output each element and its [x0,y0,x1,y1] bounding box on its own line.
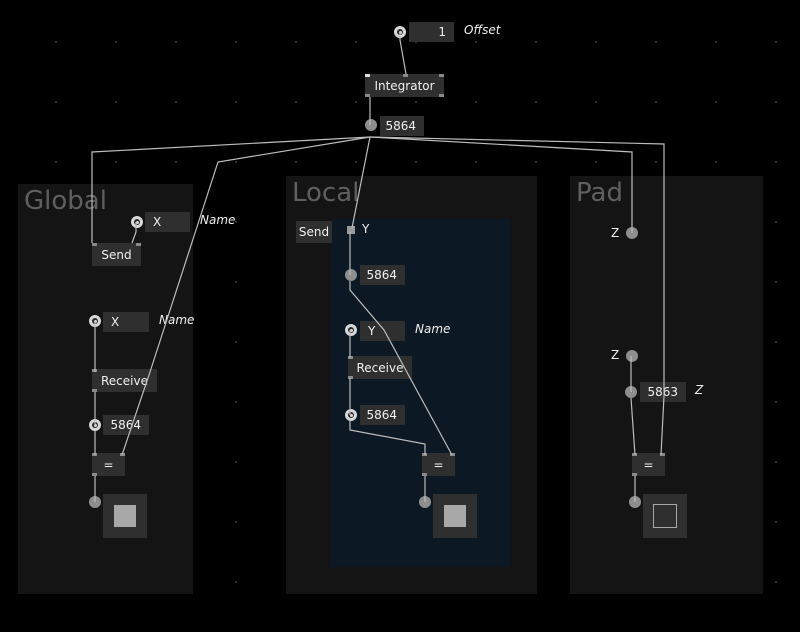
output-value-pad[interactable] [365,119,377,131]
pad-in-pad[interactable] [626,227,638,239]
global-send-channel-iobox[interactable]: X [145,212,190,232]
global-receive-value-iobox[interactable]: 5864 [103,415,149,435]
global-send-name-label: Name [200,213,236,227]
wire-offset-integrator [399,32,407,75]
pad-toggle[interactable] [643,494,687,538]
pad-equals-input-a-pin[interactable] [632,453,637,456]
local-receive-value-iobox[interactable]: 5864 [360,405,405,425]
local-equals-node[interactable]: = [422,453,455,476]
local-send-node-label: Send [298,225,330,239]
local-subpatch-region [331,219,510,567]
global-send-node-label: Send [101,247,132,262]
pad-value-iobox[interactable]: 5863 [640,382,686,402]
global-equals-input-b-pin[interactable] [120,453,125,456]
pad-in-label: Z [611,226,620,240]
group-local-title: Local [292,178,360,208]
local-receive-value-pad[interactable] [345,409,357,421]
global-send-input-pin[interactable] [92,243,97,246]
offset-label: Offset [464,23,501,37]
local-equals-node-label: = [433,457,444,472]
local-send-channel-label: Y [362,222,370,236]
integrator-node[interactable]: Integrator [365,74,444,97]
pad-out-pad[interactable] [626,350,638,362]
integrator-output-pin-b[interactable] [439,94,444,97]
integrator-reset-pin[interactable] [365,74,370,77]
global-receive-channel-pin[interactable] [92,369,97,372]
global-send-channel-pad[interactable] [131,216,143,228]
output-value-iobox[interactable]: 5864 [380,116,424,136]
global-equals-input-a-pin[interactable] [92,453,97,456]
global-receive-node-label: Receive [101,373,148,388]
local-receive-channel-iobox[interactable]: Y [360,321,405,341]
global-equals-node-label: = [103,457,114,472]
local-equals-input-b-pin[interactable] [450,453,455,456]
local-receive-channel-pin[interactable] [348,356,353,359]
global-equals-output-pin[interactable] [92,473,97,476]
pad-toggle-pad[interactable] [629,496,641,508]
global-send-channel-pin[interactable] [136,243,141,246]
global-toggle-indicator [114,505,136,527]
global-toggle-pad[interactable] [89,496,101,508]
global-send-node[interactable]: Send [92,243,141,266]
local-receive-node-label: Receive [356,360,404,375]
local-receive-output-pin[interactable] [348,376,353,379]
local-receive-node[interactable]: Receive [348,356,412,379]
local-toggle-indicator [444,505,466,527]
pad-equals-node-label: = [643,457,654,472]
local-receive-channel-pad[interactable] [345,324,357,336]
global-equals-node[interactable]: = [92,453,125,476]
local-equals-input-a-pin[interactable] [422,453,427,456]
global-receive-output-pin[interactable] [92,389,97,392]
local-input-value-pad[interactable] [345,269,357,281]
global-toggle[interactable] [103,494,147,538]
global-receive-name-label: Name [159,313,195,327]
group-pad-title: Pad [576,178,623,208]
global-receive-channel-iobox[interactable]: X [103,312,149,332]
global-receive-channel-pad[interactable] [89,315,101,327]
pad-value-pad[interactable] [625,386,637,398]
local-receive-name-label: Name [415,322,451,336]
offset-iobox[interactable]: 1 [409,22,454,42]
pad-out-label: Z [611,348,620,362]
pad-equals-output-pin[interactable] [632,473,637,476]
local-send-node[interactable]: Send [296,221,332,243]
local-toggle-pad[interactable] [419,496,431,508]
pad-equals-input-b-pin[interactable] [660,453,665,456]
integrator-output-pin[interactable] [365,94,370,97]
integrator-input-pin[interactable] [403,74,408,77]
local-equals-output-pin[interactable] [422,473,427,476]
pad-equals-node[interactable]: = [632,453,665,476]
group-global-title: Global [24,186,107,216]
local-send-input-pad[interactable] [347,226,355,234]
integrator-node-label: Integrator [374,78,435,93]
pad-toggle-indicator [653,504,677,528]
pad-value-label: Z [695,383,704,397]
offset-iobox-pad[interactable] [394,26,406,38]
global-receive-node[interactable]: Receive [92,369,157,392]
local-input-value-iobox[interactable]: 5864 [360,265,405,285]
integrator-offset-pin[interactable] [439,74,444,77]
global-receive-value-pad[interactable] [89,419,101,431]
local-toggle[interactable] [433,494,477,538]
